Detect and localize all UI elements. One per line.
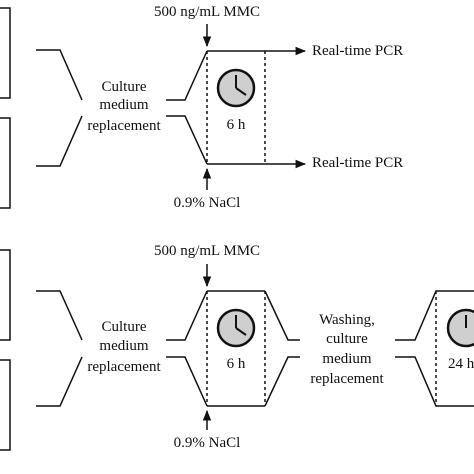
- bottom-funnel-left: [36, 290, 83, 407]
- bottom-well-upper: [0, 249, 11, 341]
- top-funnel-left: [36, 49, 83, 167]
- bottom-funnel-wash-out: [395, 290, 474, 407]
- top-output-upper-label: Real-time PCR: [312, 43, 404, 59]
- bottom-panel: [0, 249, 474, 451]
- top-funnel-right: [166, 50, 208, 165]
- bottom-funnel-right: [166, 290, 208, 407]
- bottom-step2-label-line1: Washing,: [319, 312, 375, 328]
- top-panel: [0, 7, 307, 209]
- clock-icon: [216, 68, 256, 108]
- top-well-lower: [0, 117, 11, 209]
- top-duration-label: 6 h: [226, 117, 246, 133]
- bottom-nacl-label: 0.9% NaCl: [173, 435, 241, 451]
- bottom-step2-label-line4: replacement: [310, 371, 384, 387]
- bottom-incubation-box: [207, 290, 265, 407]
- bottom-mmc-label: 500 ng/mL MMC: [153, 243, 261, 259]
- bottom-step1-label-line2: medium: [99, 338, 149, 354]
- clock-icon: [446, 308, 474, 348]
- top-step1-label-line2: medium: [99, 97, 149, 113]
- bottom-step1-label-line3: replacement: [87, 359, 161, 375]
- top-nacl-label: 0.9% NaCl: [173, 195, 241, 211]
- bottom-step2-label-line3: medium: [322, 351, 372, 367]
- bottom-duration-label: 6 h: [226, 356, 246, 372]
- bottom-well-lower: [0, 359, 11, 451]
- bottom-duration2-label: 24 h: [448, 356, 474, 372]
- top-mmc-label: 500 ng/mL MMC: [153, 4, 261, 20]
- clock-icon: [216, 308, 256, 348]
- bottom-funnel-wash-in: [264, 290, 300, 407]
- top-step1-label-line3: replacement: [87, 118, 161, 134]
- top-step1-label-line1: Culture: [101, 79, 147, 95]
- bottom-step1-label-line1: Culture: [101, 319, 147, 335]
- top-output-lower-label: Real-time PCR: [312, 155, 404, 171]
- bottom-step2-label-line2: culture: [326, 331, 368, 347]
- top-well-upper: [0, 7, 11, 99]
